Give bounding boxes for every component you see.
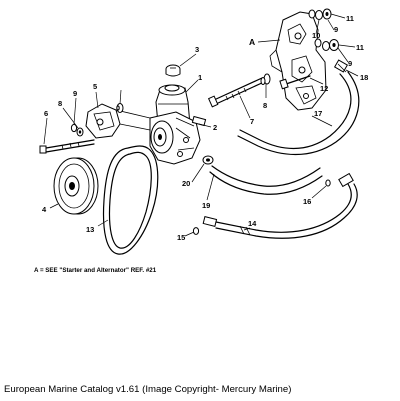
callout-a: A [249,37,255,47]
drive-belt-13 [102,145,159,255]
callout-18: 18 [360,73,368,82]
callout-5: 5 [93,82,97,91]
hose-fitting-18 [333,59,349,73]
callout-19: 19 [202,201,210,210]
callout-8-left: 8 [58,99,62,108]
bracket-a [269,11,327,111]
washer-nut-stack-upper [308,8,332,20]
nut-8-left [76,127,84,137]
fitting-20 [202,155,214,165]
bolt-7 [207,77,265,108]
pulley-4 [53,157,99,215]
callout-15: 15 [177,233,185,242]
callout-7: 7 [250,117,254,126]
leader-lines [43,13,359,237]
callout-13: 13 [86,225,94,234]
washer-nut-stack-right [314,38,339,51]
washer-8-right [260,73,271,85]
hose-17 [237,71,360,156]
callout-14: 14 [248,219,257,228]
callout-9-top: 9 [334,25,338,34]
o-ring-15 [192,227,200,235]
bolt-12 [279,75,311,90]
hose-14 [202,172,358,239]
bolt-6 [39,139,95,154]
callout-3: 3 [195,45,199,54]
callout-4: 4 [42,205,47,214]
filler-cap-3 [165,64,181,77]
reference-note: A = SEE "Starter and Alternator" REF. #2… [34,267,157,274]
callout-11-right: 11 [356,43,364,52]
nut-9-left [70,123,78,133]
callout-16: 16 [303,197,311,206]
callout-1: 1 [198,73,202,82]
hose-19 [209,165,323,195]
callout-9-right: 9 [348,59,352,68]
callout-17: 17 [314,109,322,118]
callout-12: 12 [320,84,328,93]
power-steering-pump-1 [149,84,207,165]
parts-diagram: 1 2 3 4 5 6 7 8 8 9 9 9 10 11 11 12 13 1… [34,8,368,274]
image-caption: European Marine Catalog v1.61 (Image Cop… [4,384,292,395]
callout-2: 2 [213,123,217,132]
callout-6: 6 [44,109,48,118]
o-ring-16 [325,179,331,187]
callout-8-right: 8 [263,101,267,110]
callout-11-top: 11 [346,14,354,23]
washer-9-left [116,103,124,113]
callout-9-left: 9 [73,89,77,98]
callout-10: 10 [312,31,320,40]
callout-20: 20 [182,179,190,188]
